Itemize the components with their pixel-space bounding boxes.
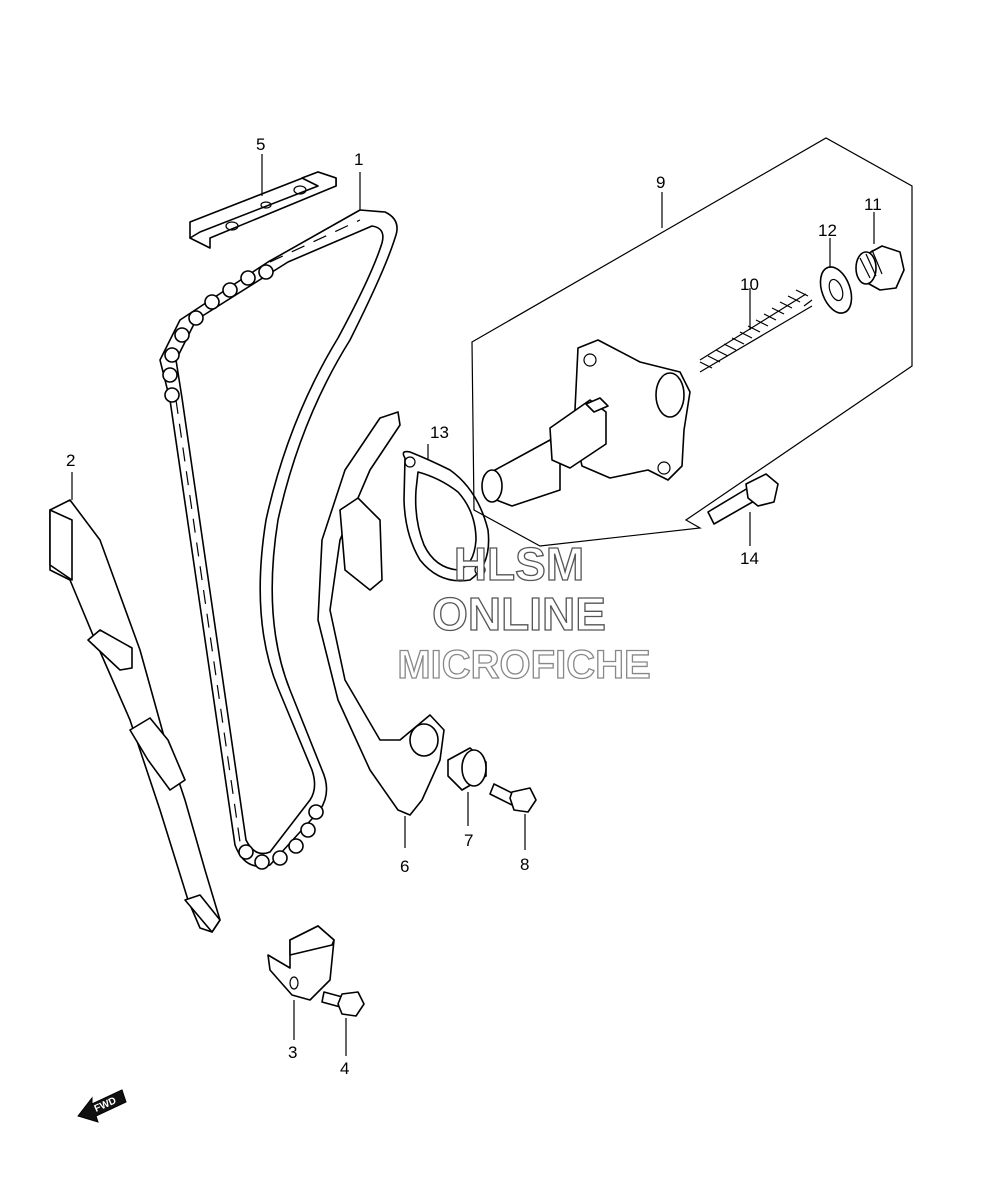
callout-7: 7	[464, 831, 473, 850]
part-1-cam-chain[interactable]	[159, 209, 398, 870]
part-6-tensioner-arm[interactable]	[317, 411, 445, 848]
callout-1: 1	[354, 150, 363, 169]
callout-9: 9	[656, 173, 665, 192]
part-11-cap-bolt[interactable]	[855, 212, 905, 291]
callout-8: 8	[520, 855, 529, 874]
watermark-line1: HLSM	[454, 538, 584, 590]
callout-4: 4	[340, 1059, 349, 1078]
callout-2: 2	[66, 451, 75, 470]
part-13-gasket[interactable]	[402, 444, 490, 582]
part-5-guide-plate[interactable]	[189, 171, 337, 249]
callout-10: 10	[740, 275, 759, 294]
cam-chain-rollers-lower	[238, 804, 324, 870]
part-9-tensioner-assembly[interactable]	[471, 137, 913, 547]
callout-6: 6	[400, 857, 409, 876]
fwd-marker: FWD	[77, 1089, 127, 1123]
callout-14: 14	[740, 549, 759, 568]
callout-3: 3	[288, 1043, 297, 1062]
callout-5: 5	[256, 135, 265, 154]
part-12-washer[interactable]	[815, 238, 858, 317]
watermark-line3: MICROFICHE	[397, 643, 650, 687]
part-2-chain-guide-front[interactable]	[49, 499, 221, 933]
part-3-guide-bracket[interactable]	[267, 925, 335, 1040]
fwd-arrow-icon	[77, 1089, 127, 1123]
callout-labels: 1 2 3 4 5 6 7 8 9 10 11 12 13 14	[66, 135, 882, 1078]
part-10-spring[interactable]	[699, 288, 813, 373]
cam-chain-rollers-upper	[162, 264, 274, 403]
part-7-collar[interactable]	[447, 747, 487, 826]
watermark: HLSM ONLINE MICROFICHE	[397, 537, 652, 687]
callout-11: 11	[864, 195, 882, 214]
callout-13: 13	[430, 423, 449, 442]
part-14-bolt[interactable]	[707, 473, 779, 546]
callout-12: 12	[818, 221, 837, 240]
part-4-bolt[interactable]	[321, 991, 365, 1056]
watermark-line2: ONLINE	[432, 588, 606, 640]
part-8-bolt[interactable]	[489, 783, 537, 850]
